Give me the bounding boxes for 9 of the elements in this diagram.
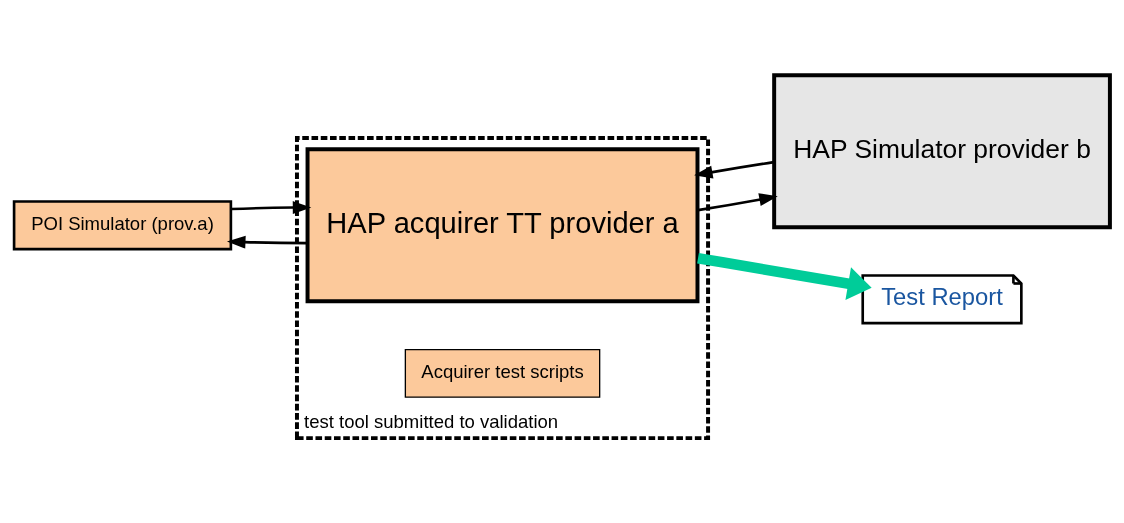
arrow [694, 160, 775, 179]
node-box: POI Simulator (prov.a) [12, 199, 233, 250]
node-box: Acquirer test scripts [404, 348, 601, 398]
arrow [226, 235, 308, 249]
node-box: HAP acquirer TT provider a [305, 146, 700, 303]
node-box: HAP Simulator provider b [772, 72, 1112, 229]
arrow [697, 192, 778, 211]
arrow [230, 200, 312, 214]
arrow [697, 252, 872, 300]
